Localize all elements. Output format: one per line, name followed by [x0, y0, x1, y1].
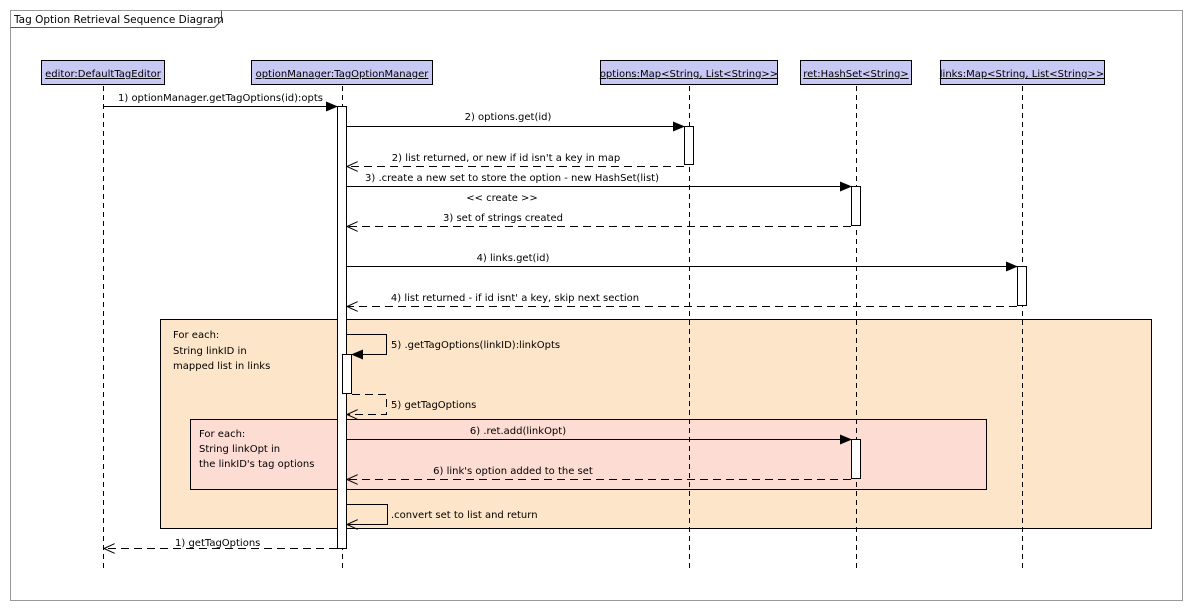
message-1-return: 1) getTagOptions	[104, 538, 337, 549]
message-2-return: 2) list returned, or new if id isn't a k…	[347, 153, 684, 167]
message-5-self-return-label: 5) getTagOptions	[391, 400, 476, 411]
message-4-return: 4) list returned - if id isnt' a key, sk…	[347, 293, 1017, 307]
message-5-self-return: 5) getTagOptions	[347, 394, 476, 415]
outer-loop-guard-1: For each:	[173, 330, 219, 341]
outer-loop-guard-2: String linkID in	[173, 346, 247, 357]
participant-links-name: links	[940, 69, 963, 80]
message-6-call: 6) .ret.add(linkOpt)	[347, 426, 852, 445]
frame-title: Tag Option Retrieval Sequence Diagram	[13, 14, 224, 26]
participant-editor-type: DefaultTagEditor	[78, 69, 162, 80]
message-4-return-label: 4) list returned - if id isnt' a key, sk…	[391, 293, 639, 304]
diagram-frame	[10, 10, 1183, 601]
message-3-create: 3) .create a new set to store the option…	[347, 173, 852, 204]
message-4-call-label: 4) links.get(id)	[477, 253, 550, 264]
participant-ret: ret:HashSet<String>	[800, 60, 912, 85]
message-convert-label: .convert set to list and return	[391, 510, 538, 521]
message-4-call: 4) links.get(id)	[347, 253, 1018, 272]
participant-manager-type: TagOptionManager	[333, 69, 429, 80]
message-3-create-label: 3) .create a new set to store the option…	[365, 173, 659, 184]
activation-manager-nested	[342, 354, 352, 394]
activation-manager	[337, 106, 347, 549]
message-3-return: 3) set of strings created	[347, 213, 851, 227]
participant-options: options:Map<String, List<String>>	[600, 60, 778, 85]
participant-manager: optionManager:TagOptionManager	[251, 60, 433, 85]
svg-text:options:Map<String, List<Strin: options:Map<String, List<String>>	[600, 69, 778, 80]
participant-links-type: Map<String, List<String>>	[966, 69, 1104, 80]
message-6-call-label: 6) .ret.add(linkOpt)	[470, 426, 566, 437]
message-6-return-label: 6) link's option added to the set	[433, 466, 593, 477]
svg-text:ret:HashSet<String>: ret:HashSet<String>	[803, 69, 909, 80]
message-1-call-label: 1) optionManager.getTagOptions(id):opts	[118, 93, 323, 104]
participant-manager-name: optionManager	[256, 69, 332, 80]
participant-editor: editor:DefaultTagEditor	[41, 60, 165, 85]
activation-links	[1017, 266, 1027, 306]
message-3-stereotype: << create >>	[466, 193, 538, 204]
activation-ret-add	[851, 439, 861, 479]
svg-text:links:Map<String, List<String>: links:Map<String, List<String>>	[940, 69, 1104, 80]
inner-loop-guard-3: the linkID's tag options	[199, 459, 314, 470]
message-2-call: 2) options.get(id)	[347, 112, 685, 132]
message-5-self-call-label: 5) .getTagOptions(linkID):linkOpts	[391, 340, 560, 351]
message-3-return-label: 3) set of strings created	[443, 213, 563, 224]
message-1-return-label: 1) getTagOptions	[175, 538, 260, 549]
participant-options-name: options	[600, 69, 637, 80]
message-1-call: 1) optionManager.getTagOptions(id):opts	[104, 93, 338, 112]
activation-options	[684, 126, 694, 165]
message-5-self-call: 5) .getTagOptions(linkID):linkOpts	[347, 334, 560, 360]
inner-loop-guard-1: For each:	[199, 429, 245, 440]
inner-loop-guard-2: String linkOpt in	[199, 444, 280, 455]
participant-editor-name: editor	[45, 69, 75, 80]
message-6-return: 6) link's option added to the set	[347, 466, 851, 480]
svg-text:optionManager:TagOptionManager: optionManager:TagOptionManager	[256, 69, 430, 80]
message-2-call-label: 2) options.get(id)	[465, 112, 552, 123]
activation-ret-create	[851, 186, 861, 226]
participant-links: links:Map<String, List<String>>	[940, 60, 1105, 85]
frame-tab	[10, 10, 222, 28]
svg-text:editor:DefaultTagEditor: editor:DefaultTagEditor	[45, 69, 162, 80]
participant-ret-name: ret	[803, 69, 817, 80]
outer-loop-guard-3: mapped list in links	[173, 361, 270, 372]
participant-options-type: Map<String, List<String>>	[640, 69, 778, 80]
message-convert-self: .convert set to list and return	[347, 504, 538, 525]
participant-ret-type: HashSet<String>	[821, 69, 909, 80]
message-2-return-label: 2) list returned, or new if id isn't a k…	[392, 153, 620, 164]
